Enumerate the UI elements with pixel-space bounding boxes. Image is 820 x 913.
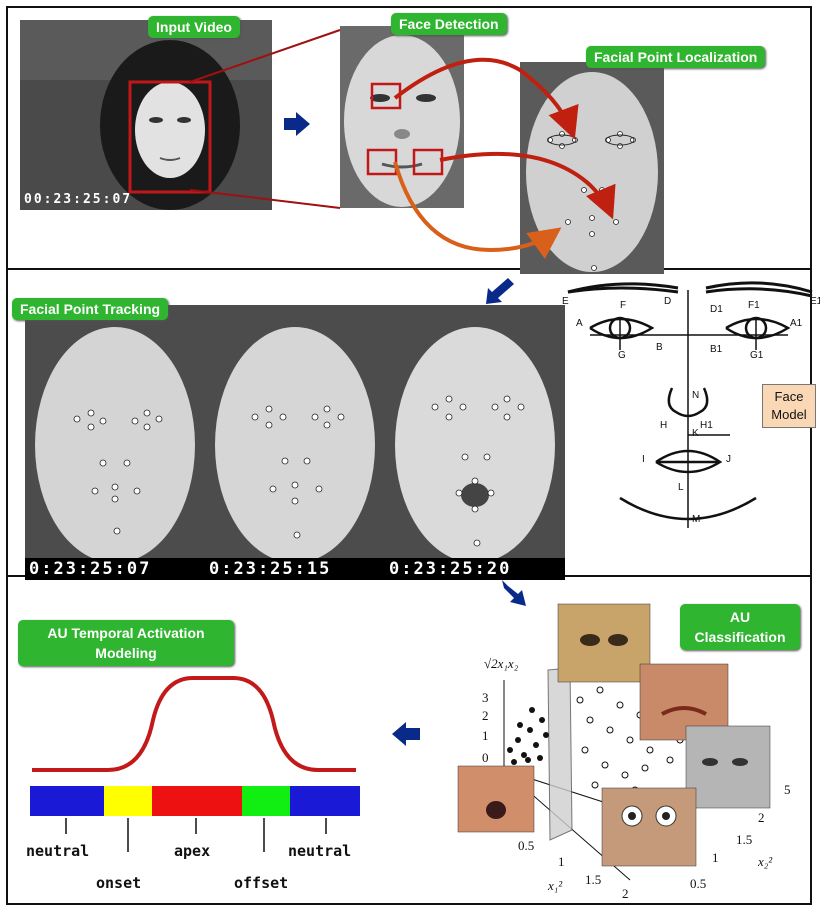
svm-x2-tick-2: 2 [758, 810, 765, 825]
face-model-diagram: E D D1 E1 F F1 A A1 G G1 B B1 N H H1 K I J L M [562, 281, 820, 528]
tracking-timestamp-1: 0:23:25:07 [25, 558, 205, 580]
svg-text:K: K [692, 428, 699, 439]
zoom-lines [189, 29, 341, 209]
svm-z-tick-0: 0 [482, 750, 489, 765]
label-face-detection: Face Detection [391, 13, 507, 35]
svm-x2-tick-05: 0.5 [690, 876, 707, 891]
svg-text:B: B [656, 342, 663, 353]
facial-point-localization-image [520, 62, 664, 274]
svm-x2-tick-1: 1 [712, 850, 719, 865]
svm-x2-tick-15: 1.5 [736, 832, 753, 847]
phase-label-neutral-start: neutral [26, 842, 90, 860]
activation-curve [32, 676, 356, 772]
input-video-frame: 00:23:25:07 [20, 20, 272, 210]
arrow-down-right-icon [502, 580, 526, 606]
face-model-label: Face Model [762, 384, 816, 428]
phase-label-apex: apex [174, 842, 211, 860]
label-facial-point-localization: Facial Point Localization [586, 46, 766, 68]
arrow-down-left-icon [486, 278, 514, 304]
label-facial-point-tracking: Facial Point Tracking [12, 298, 169, 320]
phase-segment-neutral [290, 786, 360, 816]
svg-text:D: D [664, 296, 671, 307]
svg-text:M: M [692, 514, 700, 525]
svm-x2-tick-5: 5 [784, 782, 791, 797]
au-face-thumb-4 [457, 765, 535, 833]
svg-text:J: J [726, 454, 731, 465]
svm-z-tick-1: 1 [482, 728, 489, 743]
svm-z-tick-3: 3 [482, 690, 489, 705]
input-video-image [20, 20, 272, 210]
svg-text:E: E [562, 296, 569, 307]
svg-text:F: F [620, 300, 626, 311]
svm-x1-tick-15: 1.5 [585, 872, 602, 887]
phase-label-offset: offset [234, 874, 289, 892]
tracking-frame-3: 0:23:25:20 [385, 305, 565, 580]
phase-label-onset: onset [96, 874, 142, 892]
au-face-thumb-3 [685, 725, 771, 809]
svg-text:A: A [576, 318, 583, 329]
phase-segment-apex [152, 786, 242, 816]
svg-text:D1: D1 [710, 304, 723, 315]
arrow-right-icon [284, 112, 310, 136]
face-detection-image [340, 26, 464, 208]
tracking-frame-1: 0:23:25:07 [25, 305, 205, 580]
phase-segment-offset [242, 786, 290, 816]
label-au-classification: AU Classification [680, 604, 800, 650]
svg-text:B1: B1 [710, 344, 723, 355]
svg-text:I: I [642, 454, 645, 465]
phase-ticks [65, 818, 327, 852]
svg-text:F1: F1 [748, 300, 760, 311]
tracking-timestamp-3: 0:23:25:20 [385, 558, 565, 580]
svm-x2-label: x₂² [758, 854, 773, 869]
svg-text:N: N [692, 390, 699, 401]
svg-text:G: G [618, 350, 626, 361]
label-input-video: Input Video [148, 16, 240, 38]
svm-scatter-plot [457, 603, 771, 881]
svg-text:G1: G1 [750, 350, 764, 361]
au-face-thumb-5 [601, 787, 697, 867]
phase-segment-onset [104, 786, 152, 816]
section-divider-top [6, 268, 812, 270]
svg-text:E1: E1 [810, 296, 820, 307]
svg-text:A1: A1 [790, 318, 803, 329]
svm-x1-tick-2: 2 [622, 886, 629, 901]
phase-bar [30, 786, 360, 816]
phase-label-neutral-end: neutral [288, 842, 352, 860]
svm-x1-tick-1: 1 [558, 854, 565, 869]
label-au-temporal-activation: AU Temporal Activation Modeling [18, 620, 234, 666]
svg-text:L: L [678, 482, 684, 493]
svg-text:H: H [660, 420, 667, 431]
svm-z-tick-2: 2 [482, 708, 489, 723]
tracking-timestamp-2: 0:23:25:15 [205, 558, 385, 580]
svm-z-label: √2x₁x₂ [484, 656, 519, 671]
phase-segment-neutral [30, 786, 104, 816]
input-video-timestamp: 00:23:25:07 [24, 192, 133, 207]
arrow-left-icon [392, 722, 420, 746]
svm-x1-tick-05: 0.5 [518, 838, 535, 853]
tracking-frame-2: 0:23:25:15 [205, 305, 385, 580]
svm-x1-label: x₁² [548, 878, 563, 893]
au-face-thumb-1 [557, 603, 651, 683]
svg-text:H1: H1 [700, 420, 713, 431]
mapping-arrows [393, 57, 616, 260]
